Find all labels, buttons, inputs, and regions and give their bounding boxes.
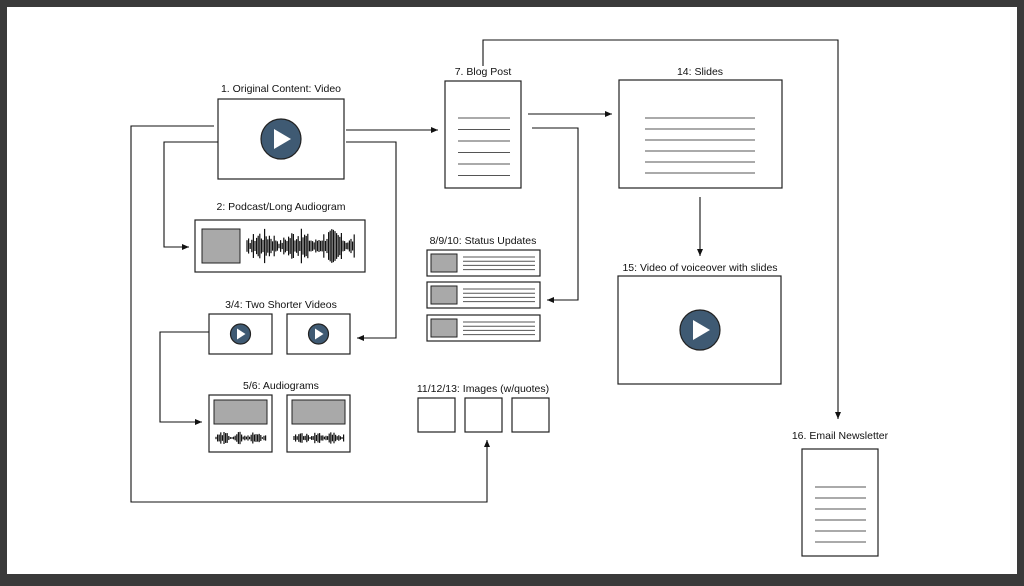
quote-image-1-node bbox=[417, 397, 456, 433]
label-original-video: 1. Original Content: Video bbox=[221, 83, 341, 95]
label-status-updates: 8/9/10: Status Updates bbox=[430, 235, 537, 247]
audio-waveform-icon bbox=[293, 432, 345, 444]
play-icon bbox=[229, 323, 252, 345]
image-placeholder-icon bbox=[213, 399, 268, 425]
quote-image-2-node bbox=[464, 397, 503, 433]
label-audiograms: 5/6: Audiograms bbox=[243, 380, 319, 392]
slides-node bbox=[618, 79, 783, 189]
status-update-2-node bbox=[426, 281, 541, 309]
podcast-audiogram-node bbox=[194, 219, 366, 273]
image-placeholder-icon bbox=[291, 399, 346, 425]
audio-waveform-icon bbox=[215, 431, 267, 445]
play-icon bbox=[307, 323, 330, 345]
audiogram-1-node bbox=[208, 394, 273, 453]
label-slides: 14: Slides bbox=[677, 66, 723, 78]
audio-waveform-icon bbox=[246, 228, 355, 264]
document-lines-icon bbox=[645, 117, 755, 174]
image-placeholder-icon bbox=[430, 285, 458, 305]
document-lines-icon bbox=[815, 486, 866, 543]
arrow-video-to-images bbox=[130, 125, 490, 503]
document-lines-icon bbox=[458, 117, 510, 176]
arrow-video-to-shorter-videos bbox=[346, 141, 397, 341]
original-video-node bbox=[217, 98, 345, 180]
arrow-blog-to-status-updates bbox=[532, 127, 579, 303]
image-placeholder-icon bbox=[201, 228, 241, 264]
label-podcast: 2: Podcast/Long Audiogram bbox=[216, 201, 345, 213]
label-voiceover-video: 15: Video of voiceover with slides bbox=[622, 262, 777, 274]
label-email-newsletter: 16. Email Newsletter bbox=[792, 430, 889, 442]
arrow-video-to-podcast bbox=[163, 141, 218, 250]
status-update-1-node bbox=[426, 249, 541, 277]
blog-post-node bbox=[444, 80, 522, 189]
audiogram-2-node bbox=[286, 394, 351, 453]
arrow-blog-to-newsletter bbox=[482, 39, 841, 419]
quote-image-3-node bbox=[511, 397, 550, 433]
image-placeholder-icon bbox=[430, 318, 458, 338]
label-images: 11/12/13: Images (w/quotes) bbox=[417, 383, 549, 395]
image-placeholder-icon bbox=[430, 253, 458, 273]
play-icon bbox=[260, 118, 302, 160]
play-icon bbox=[679, 309, 721, 351]
arrow-shorter-to-audiograms bbox=[159, 331, 209, 425]
email-newsletter-node bbox=[801, 448, 879, 557]
voiceover-video-node bbox=[617, 275, 782, 385]
shorter-video-2-node bbox=[286, 313, 351, 355]
label-blog-post: 7. Blog Post bbox=[455, 66, 512, 78]
status-text-lines bbox=[463, 256, 535, 336]
shorter-video-1-node bbox=[208, 313, 273, 355]
label-shorter-videos: 3/4: Two Shorter Videos bbox=[225, 299, 337, 311]
status-update-3-node bbox=[426, 314, 541, 342]
